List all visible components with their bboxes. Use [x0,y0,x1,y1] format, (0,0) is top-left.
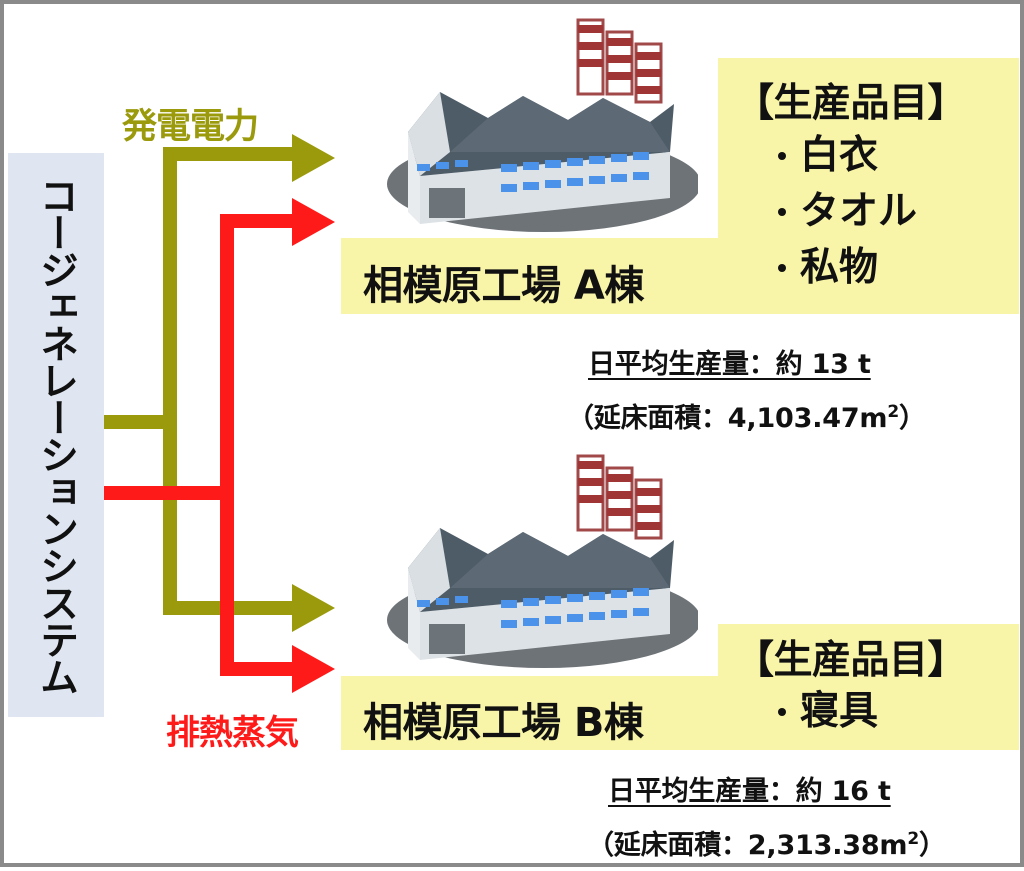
floor-area-close: ） [899,403,926,434]
steam-arrow-b [292,645,335,693]
factory-a-floor-area: （延床面積：4,103.47m2） [567,396,926,435]
factory-b-name-box [341,676,1019,750]
product-list-item: 白衣 [778,128,917,184]
power-arrow-b [292,584,335,632]
factory-a-products-list: 白衣 タオル 私物 [778,128,917,296]
factory-a-products-heading: 【生産品目】 [735,81,967,126]
factory-b-floor-area: （延床面積：2,313.38m2） [587,823,946,862]
power-flow-line [104,147,294,615]
product-list-item: 寝具 [778,684,878,740]
factory-a-icon [387,18,698,232]
product-list-item: 私物 [778,240,917,296]
bullet-icon [778,264,786,272]
floor-area-text: （延床面積：4,103.47m [567,403,888,434]
factory-a-daily-production: 日平均生産量：約 13 t [588,349,871,380]
flow-lines [104,134,335,693]
power-arrow-a [292,134,335,182]
factory-a-name: 相模原工場 A棟 [363,263,644,309]
steam-label: 排熱蒸気 [166,713,299,753]
cogeneration-system-box: コージェネレーションシステム [8,153,104,717]
product-label: 寝具 [800,689,879,734]
cogeneration-system-label: コージェネレーションシステム [33,176,79,694]
floor-area-superscript: 2 [907,829,920,849]
bullet-icon [778,208,786,216]
factory-b-icon [387,454,698,668]
floor-area-text: （延床面積：2,313.38m [587,830,908,861]
floor-area-superscript: 2 [887,402,900,422]
factory-a-name-box [341,238,1019,314]
steam-arrow-a [292,198,335,246]
factory-a-products-box [718,58,1019,240]
product-label: 白衣 [800,133,879,178]
factory-b-products-heading: 【生産品目】 [735,638,967,683]
factory-b-name: 相模原工場 B棟 [363,700,644,746]
factory-b-daily-production: 日平均生産量：約 16 t [608,776,891,807]
factory-b-products-box [718,624,1019,678]
product-list-item: タオル [778,184,917,240]
power-label: 発電電力 [122,107,259,147]
product-label: 私物 [800,245,879,290]
product-label: タオル [800,189,918,234]
floor-area-close: ） [919,830,946,861]
bullet-icon [778,708,786,716]
factory-b-products-list: 寝具 [778,684,878,740]
bullet-icon [778,152,786,160]
steam-flow-line [104,214,294,676]
